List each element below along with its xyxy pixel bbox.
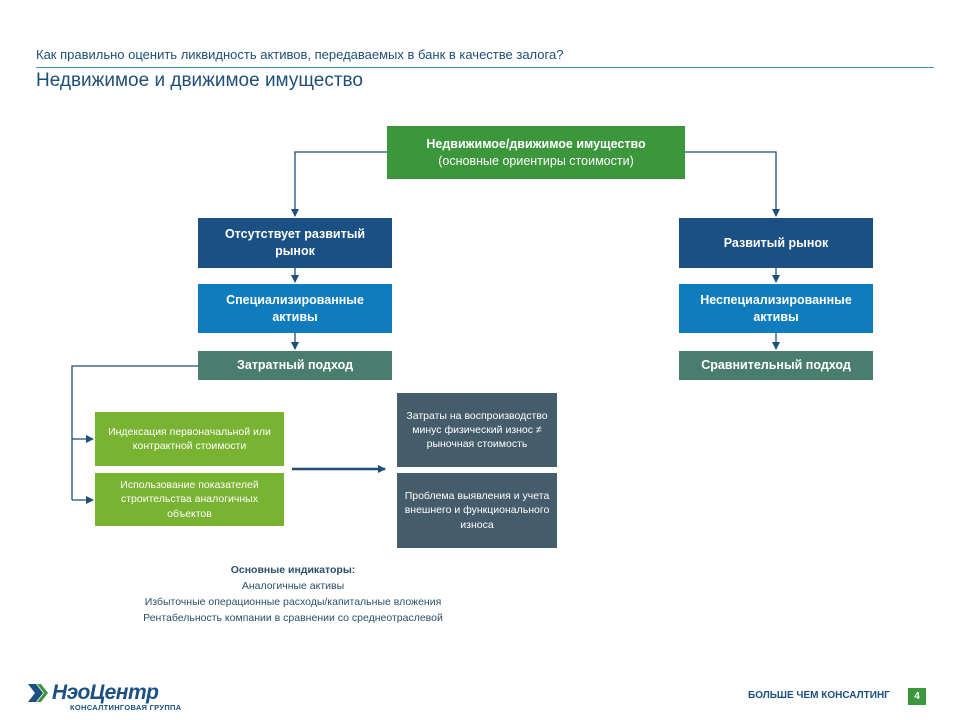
indicators-heading: Основные индикаторы: [230,564,356,576]
right-approach-label: Сравнительный подход [701,358,851,373]
header-divider [36,67,934,68]
right-market-node: Развитый рынок [679,218,873,268]
left-market-node: Отсутствует развитый рынок [198,218,392,268]
left-assets-label: Специализированные активы [226,292,364,324]
reproduction-cost-node: Затраты на воспроизводство минус физичес… [397,393,557,467]
company-logo: НэоЦентр КОНСАЛТИНГОВАЯ ГРУППА [26,681,181,713]
slide-title: Недвижимое и движимое имущество [36,70,363,91]
logo-tagline: КОНСАЛТИНГОВАЯ ГРУППА [70,703,182,712]
page-number: 4 [908,688,926,705]
indicators-block: Основные индикаторы: Аналогичные активы … [100,562,486,626]
indexation-method-node: Индексация первоначальной или контрактно… [95,412,284,466]
wear-problem-label: Проблема выявления и учета внешнего и фу… [404,490,550,531]
left-assets-node: Специализированные активы [198,284,392,333]
slide-subtitle: Как правильно оценить ликвидность активо… [36,47,564,62]
right-market-label: Развитый рынок [723,235,829,250]
indicator-item: Избыточные операционные расходы/капиталь… [144,596,442,608]
left-approach-label: Затратный подход [237,358,353,373]
left-approach-node: Затратный подход [198,351,392,380]
root-to-right-connector [685,151,780,217]
root-node: Недвижимое/движимое имущество (основные … [387,126,685,179]
root-node-subtitle: (основные ориентиры стоимости) [438,153,634,168]
reproduction-cost-label: Затраты на воспроизводство минус физичес… [406,409,548,451]
approach-to-methods-connector [71,365,198,500]
right-assets-label: Неспециализированные активы [700,292,852,324]
logo-name: НэоЦентр [52,681,159,704]
root-node-title: Недвижимое/движимое имущество [426,136,646,151]
left-market-label: Отсутствует развитый рынок [224,227,366,258]
analogs-method-node: Использование показателей строительства … [95,473,284,526]
logo-mark-icon [28,684,48,702]
indicator-item: Аналогичные активы [241,580,345,592]
indexation-method-label: Индексация первоначальной или контрактно… [108,425,271,452]
wear-problem-node: Проблема выявления и учета внешнего и фу… [397,473,557,548]
right-assets-node: Неспециализированные активы [679,284,873,333]
root-to-left-connector [291,151,387,217]
indicator-item: Рентабельность компании в сравнении со с… [143,612,443,624]
analogs-method-label: Использование показателей строительства … [120,479,259,520]
footer-slogan: БОЛЬШЕ ЧЕМ КОНСАЛТИНГ [748,690,890,701]
right-approach-node: Сравнительный подход [679,351,873,380]
